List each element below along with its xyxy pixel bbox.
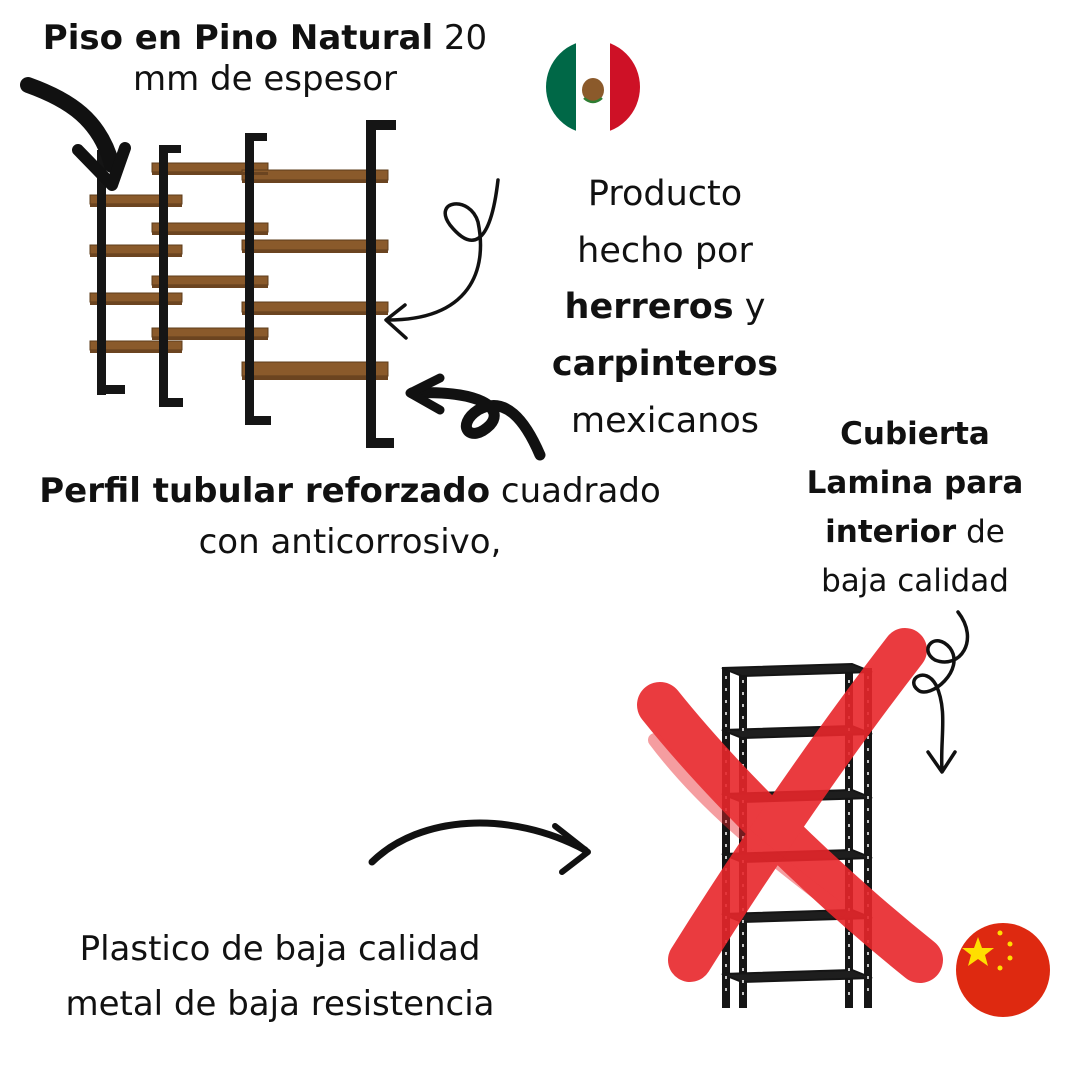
product-caption-y: y [733, 287, 766, 328]
product-caption-line1: Producto [587, 174, 743, 214]
product-caption-herreros: herreros [564, 287, 734, 328]
product-caption-line5: mexicanos [571, 400, 759, 441]
curly-arrow-icon [405, 373, 546, 461]
top-caption-line2: mm de espesor [133, 59, 397, 100]
bottom-caption: Plastico de baja calidad metal de baja r… [20, 922, 540, 1032]
cover-caption-de: de [956, 513, 1005, 550]
cover-caption-line1: Cubierta [840, 416, 990, 452]
profile-caption-rest: cuadrado [490, 471, 661, 511]
product-caption-carpinteros: carpinteros [551, 344, 779, 385]
bottom-caption-line1: Plastico de baja calidad [79, 929, 481, 969]
product-caption: Producto hecho por herreros y carpintero… [535, 166, 795, 449]
loop-arrow-icon [384, 178, 500, 340]
bottom-caption-line2: metal de baja resistencia [65, 984, 495, 1025]
cover-caption-interior: interior [825, 513, 957, 550]
top-caption-bold: Piso en Pino Natural [42, 18, 434, 58]
cover-caption-line2: Lamina para [806, 464, 1024, 501]
top-caption: Piso en Pino Natural 20 mm de espesor [10, 18, 520, 101]
cover-caption: Cubierta Lamina para interior de baja ca… [790, 410, 1040, 606]
mexico-flag-icon [546, 40, 640, 134]
profile-caption-bold: Perfil tubular reforzado [39, 471, 491, 511]
down-loop-arrow-icon [912, 610, 970, 774]
profile-caption-line2: con anticorrosivo, [198, 522, 502, 562]
china-flag-icon [956, 923, 1050, 1017]
wood-shelf-illustration [89, 120, 396, 448]
cover-caption-line4: baja calidad [821, 562, 1009, 599]
top-caption-rest: 20 [433, 18, 488, 58]
red-cross-mark [637, 628, 943, 983]
product-caption-line2: hecho por [577, 230, 753, 271]
curved-right-arrow-icon [368, 819, 591, 875]
profile-caption: Perfil tubular reforzado cuadrado con an… [0, 466, 700, 568]
thick-arrow-icon [20, 77, 131, 191]
